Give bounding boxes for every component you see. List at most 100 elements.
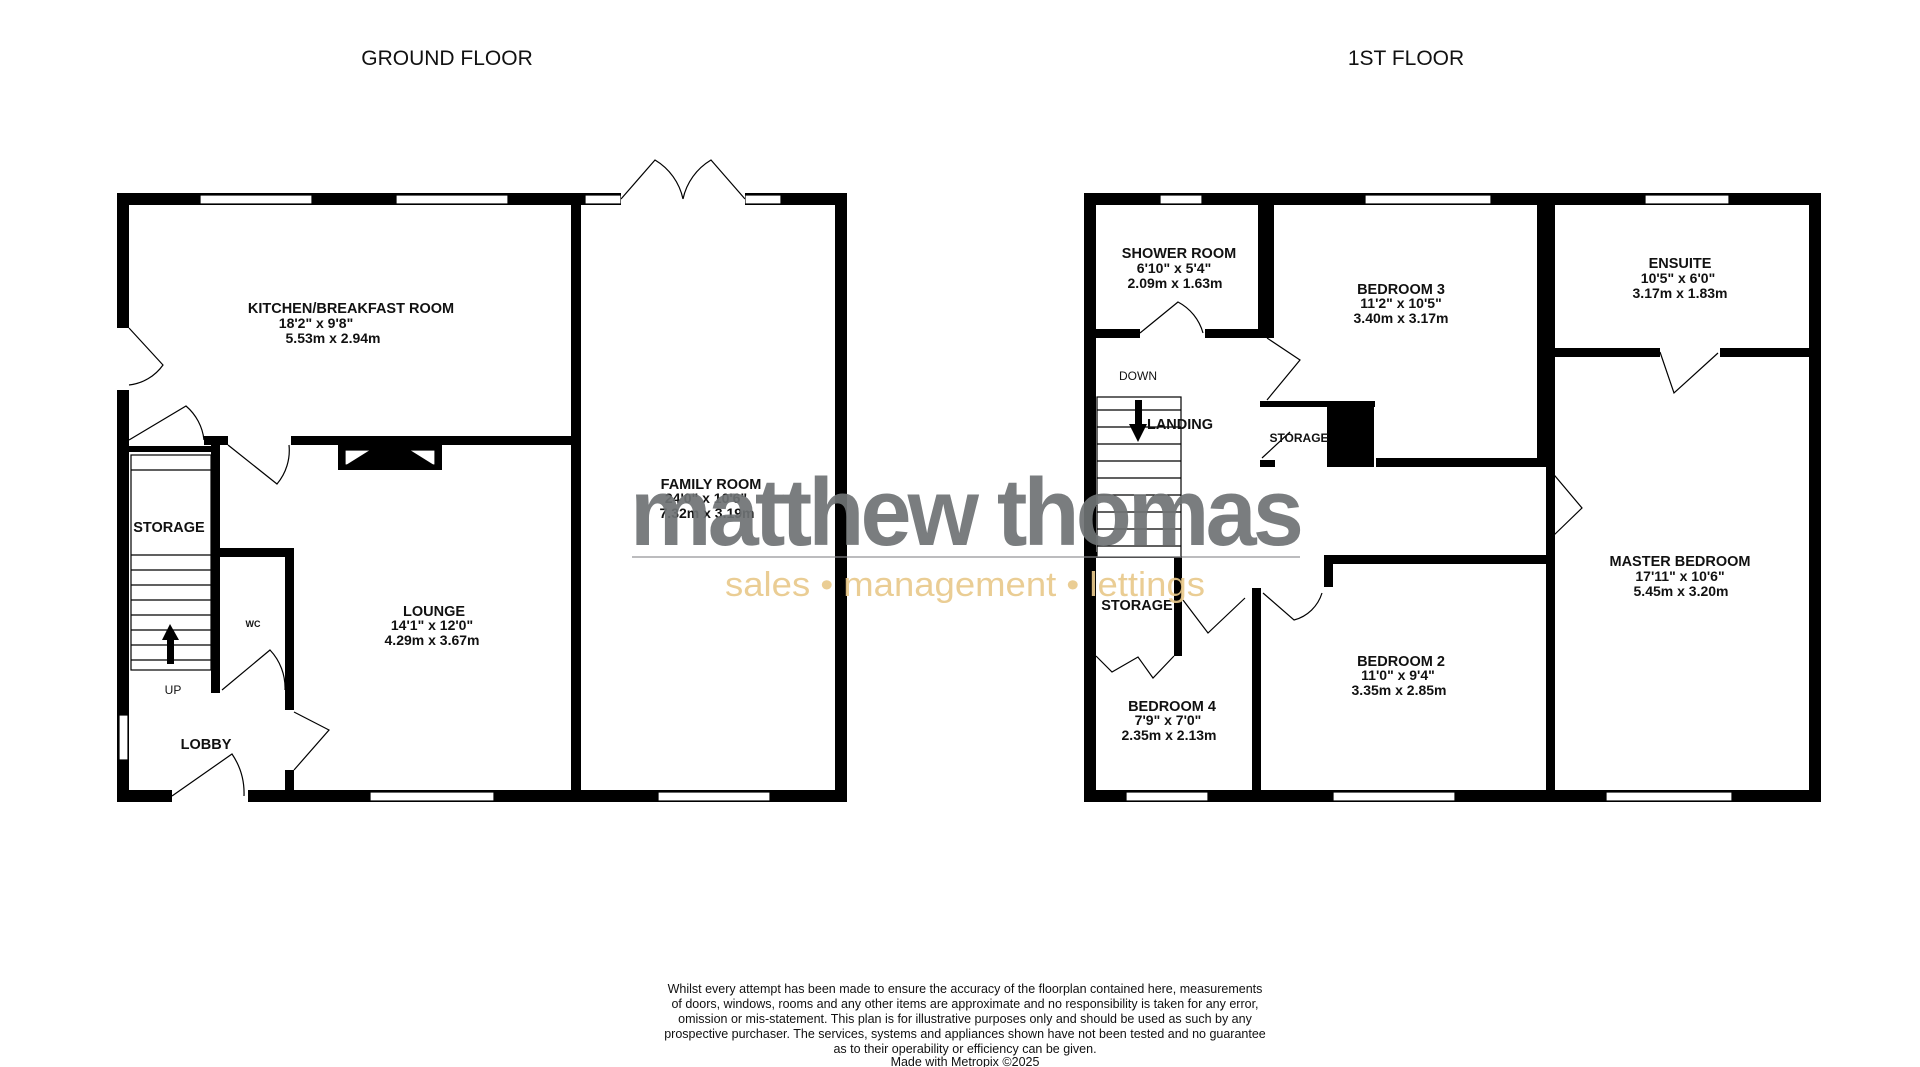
bedroom3-left-wall (1267, 205, 1274, 338)
family-window-left (584, 194, 622, 205)
master-metric: 5.45m x 3.20m (1634, 583, 1729, 599)
family-window-right (744, 194, 782, 205)
disclaimer-credit: Made with Metropix ©2025 (891, 1055, 1040, 1067)
bedroom2-window (1332, 791, 1456, 802)
lobby-inner-door (293, 711, 330, 771)
front-door-gap (172, 789, 248, 803)
storage-stub (1260, 460, 1275, 467)
master-imperial: 17'11" x 10'6" (1635, 568, 1724, 584)
bedroom2-top-wall (1324, 555, 1546, 564)
storage-top-wall (129, 446, 211, 452)
ground-right-wall (835, 193, 847, 802)
master-window (1605, 791, 1733, 802)
bedroom3-name: BEDROOM 3 (1357, 282, 1445, 298)
wc-top-wall (220, 548, 294, 557)
bedroom4-window (1125, 791, 1209, 802)
ensuite-bottom-wall-left (1555, 348, 1660, 357)
fireplace-chimney (338, 450, 442, 470)
family-window-bottom (657, 791, 771, 802)
shower-metric: 2.09m x 1.63m (1128, 275, 1223, 291)
storage-b-name: STORAGE (1101, 598, 1173, 614)
landing-door (1182, 597, 1246, 634)
family-metric: 7.32m x 3.19m (660, 505, 755, 521)
bedroom2-metric: 3.35m x 2.85m (1352, 682, 1447, 698)
stair-up-arrow (162, 624, 179, 640)
ensuite-name: ENSUITE (1649, 256, 1712, 272)
storage-door (128, 405, 205, 441)
lounge-door (227, 444, 290, 485)
stair-arrow-shaft (167, 637, 174, 664)
first-stairs (1096, 396, 1182, 558)
bedroom4-name: BEDROOM 4 (1128, 699, 1216, 715)
bedroom2-name: BEDROOM 2 (1357, 654, 1445, 670)
watermark-brand: matthew thomas (630, 459, 1301, 566)
ensuite-imperial: 10'5" x 6'0" (1641, 270, 1715, 286)
bedroom3-metric: 3.40m x 3.17m (1354, 310, 1449, 326)
ground-floor-title: GROUND FLOOR (361, 47, 533, 70)
disclaimer-line-1: Whilst every attempt has been made to en… (668, 982, 1263, 996)
disclaimer-line-2: of doors, windows, rooms and any other i… (671, 997, 1258, 1011)
storage-a-name: STORAGE (1269, 431, 1328, 445)
watermark-tagline: sales • management • lettings (725, 566, 1205, 604)
bedroom4-imperial: 7'9" x 7'0" (1135, 712, 1202, 728)
family-name: FAMILY ROOM (661, 477, 762, 493)
shower-imperial: 6'10" x 5'4" (1137, 260, 1211, 276)
bedroom2-top-stub (1324, 555, 1333, 587)
kitchen-window-2 (395, 194, 509, 205)
stairs-up-label: UP (165, 683, 182, 697)
lounge-kitchen-wall (291, 436, 581, 445)
front-door (171, 753, 245, 797)
family-room-wall (571, 193, 581, 802)
shower-name: SHOWER ROOM (1122, 246, 1236, 262)
stairs-down-label: DOWN (1119, 369, 1157, 383)
first-left-wall (1084, 193, 1096, 802)
lounge-window (369, 791, 495, 802)
disclaimer: Whilst every attempt has been made to en… (664, 982, 1266, 1067)
ground-stairs (130, 454, 212, 671)
kitchen-side-door (128, 327, 164, 386)
ensuite-bottom-wall-right (1720, 348, 1809, 357)
ensuite-window (1644, 194, 1730, 205)
stair-down-arrow (1129, 424, 1147, 442)
lounge-imperial: 14'1" x 12'0" (391, 617, 473, 633)
bedroom2-door (1262, 592, 1323, 621)
wc-right-wall (285, 548, 294, 710)
bedroom2-imperial: 11'0" x 9'4" (1361, 667, 1435, 683)
lounge-name: LOUNGE (403, 604, 465, 620)
wc-door (221, 649, 286, 691)
french-doors (620, 159, 746, 200)
disclaimer-line-4: prospective purchaser. The services, sys… (664, 1027, 1266, 1041)
bedroom2-left-wall (1252, 588, 1261, 802)
bedroom3-imperial: 11'2" x 10'5" (1360, 295, 1441, 311)
first-right-wall (1809, 193, 1821, 802)
storage-double-door (1095, 655, 1175, 679)
master-door-gap (1546, 458, 1555, 538)
shower-bottom-wall-right (1205, 329, 1265, 338)
family-imperial: 24'0" x 10'6" (665, 490, 747, 506)
disclaimer-line-3: omission or mis-statement. This plan is … (678, 1012, 1252, 1026)
stair-arrow-shaft-1f (1135, 400, 1142, 425)
bedroom4-metric: 2.35m x 2.13m (1122, 727, 1217, 743)
stair-wall (211, 436, 220, 693)
shower-door (1139, 301, 1204, 334)
shower-bottom-wall-left (1096, 329, 1140, 338)
disclaimer-line-5: as to their operability or efficiency ca… (833, 1042, 1096, 1056)
storage-closet (1327, 401, 1374, 467)
bedroom3-bottom-wall (1376, 458, 1546, 467)
storage-door (1261, 431, 1291, 459)
lounge-metric: 4.29m x 3.67m (385, 632, 480, 648)
ground-left-wall (117, 193, 129, 802)
kitchen-side-door-gap (116, 328, 130, 390)
storage-name: STORAGE (133, 520, 205, 536)
storage-top-wall (1260, 401, 1375, 407)
lobby-side-window (118, 714, 129, 761)
bedroom3-right-wall (1537, 205, 1546, 467)
lobby-name: LOBBY (181, 737, 232, 753)
ensuite-metric: 3.17m x 1.83m (1633, 285, 1728, 301)
first-floor-plan: SHOWER ROOM 6'10" x 5'4" 2.09m x 1.63m B… (1084, 193, 1821, 802)
master-door (1549, 469, 1583, 538)
first-floor-title: 1ST FLOOR (1348, 47, 1464, 70)
bedroom3-door (1266, 337, 1301, 401)
wc-name: WC (246, 619, 261, 629)
